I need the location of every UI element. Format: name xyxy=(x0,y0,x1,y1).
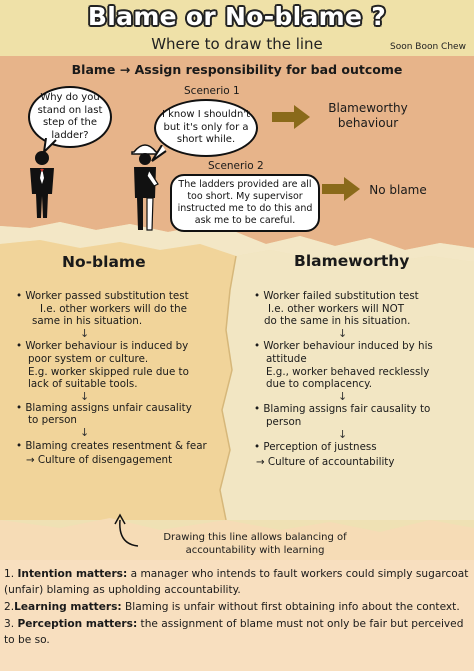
blameworthy-points: • Worker failed substitution test I.e. o… xyxy=(254,290,468,468)
blameworthy-point-2d: due to complacency. xyxy=(266,378,373,391)
lesson-1-number: 1. xyxy=(4,568,15,580)
no-blame-point-2b: poor system or culture. xyxy=(28,352,149,365)
scenario2-label: Scenerio 2 xyxy=(208,160,264,172)
bubble-tail-icon xyxy=(151,145,167,162)
scenario1-label: Scenerio 1 xyxy=(184,85,240,97)
no-blame-points: • Worker passed substitution test I.e. o… xyxy=(16,290,226,467)
lesson-3-title: Perception matters: xyxy=(17,618,138,630)
lesson-1-title: Intention matters: xyxy=(17,568,128,580)
blameworthy-point-2c: E.g., worker behaved recklessly xyxy=(266,365,430,378)
no-blame-point-1b: I.e. other workers will do the xyxy=(40,302,187,315)
scenario2-outcome: No blame xyxy=(369,183,427,197)
no-blame-point-2a: • Worker behaviour is induced by xyxy=(16,340,189,353)
manager-figure-icon xyxy=(30,151,54,218)
blame-definition: Blame → Assign responsibility for bad ou… xyxy=(71,62,403,77)
lesson-1: 1. Intention matters: a manager who inte… xyxy=(4,566,470,598)
lesson-2: 2.Learning matters: Blaming is unfair wi… xyxy=(4,599,470,615)
blameworthy-point-2b: attitude xyxy=(266,352,307,365)
bubble-tail-icon xyxy=(42,138,57,154)
lesson-3-text: the assignment of blame must not only be… xyxy=(4,618,464,646)
no-blame-point-3b: to person xyxy=(28,414,77,427)
lesson-2-number: 2. xyxy=(4,601,15,613)
lesson-3: 3. Perception matters: the assignment of… xyxy=(4,616,470,648)
down-arrow-icon: ↓ xyxy=(80,389,90,403)
blameworthy-point-2a: • Worker behaviour induced by his xyxy=(254,340,433,353)
no-blame-point-4a: • Blaming creates resentment & fear xyxy=(16,439,207,452)
blameworthy-heading: Blameworthy xyxy=(294,252,410,270)
down-arrow-icon: ↓ xyxy=(338,326,348,340)
worker-figure-icon xyxy=(131,144,159,231)
lesson-2-text: Blaming is unfair without first obtainin… xyxy=(121,601,460,613)
down-arrow-icon: ↓ xyxy=(338,427,348,441)
curved-arrow-icon xyxy=(114,513,139,547)
scenario2-box: The ladders provided are all too short. … xyxy=(170,174,320,232)
lessons-list: 1. Intention matters: a manager who inte… xyxy=(4,566,470,649)
lesson-1-text: a manager who intends to fault workers c… xyxy=(4,568,469,596)
no-blame-point-4b: → Culture of disengagement xyxy=(26,454,173,467)
no-blame-point-1c: same in his situation. xyxy=(32,315,143,328)
right-arrow-icon xyxy=(322,177,360,201)
right-arrow-icon xyxy=(272,105,310,129)
author-name: Soon Boon Chew xyxy=(390,42,466,52)
blameworthy-point-1c: do the same in his situation. xyxy=(264,315,411,328)
no-blame-point-3a: • Blaming assigns unfair causality xyxy=(16,401,192,414)
blameworthy-point-1b: I.e. other workers will NOT xyxy=(268,302,405,315)
blameworthy-point-3a: • Blaming assigns fair causality to xyxy=(254,403,431,416)
scenario1-bubble: I know I shouldn't but it's only for a s… xyxy=(154,99,258,157)
down-arrow-icon: ↓ xyxy=(80,425,90,439)
no-blame-point-2d: lack of suitable tools. xyxy=(28,378,138,391)
blameworthy-point-4a: • Perception of justness xyxy=(254,441,377,454)
down-arrow-icon: ↓ xyxy=(338,389,348,403)
no-blame-point-1a: • Worker passed substitution test xyxy=(16,290,189,302)
manager-question-bubble: Why do you stand on last step of the lad… xyxy=(28,86,112,148)
blameworthy-point-4b: → Culture of accountability xyxy=(256,455,395,468)
scenario1-outcome: Blameworthy behaviour xyxy=(328,101,408,130)
header-band xyxy=(0,0,474,56)
page-title: Blame or No-blame ? xyxy=(87,2,387,31)
no-blame-point-2c: E.g. worker skipped rule due to xyxy=(28,365,189,378)
blameworthy-point-3b: person xyxy=(266,415,302,428)
lesson-2-title: Learning matters: xyxy=(14,601,122,613)
blameworthy-point-1a: • Worker failed substitution test xyxy=(254,290,419,302)
lesson-3-number: 3. xyxy=(4,618,15,630)
page-subtitle: Where to draw the line xyxy=(151,35,323,53)
down-arrow-icon: ↓ xyxy=(80,326,90,340)
no-blame-heading: No-blame xyxy=(62,253,146,271)
balance-note: Drawing this line allows balancing of ac… xyxy=(163,532,347,556)
